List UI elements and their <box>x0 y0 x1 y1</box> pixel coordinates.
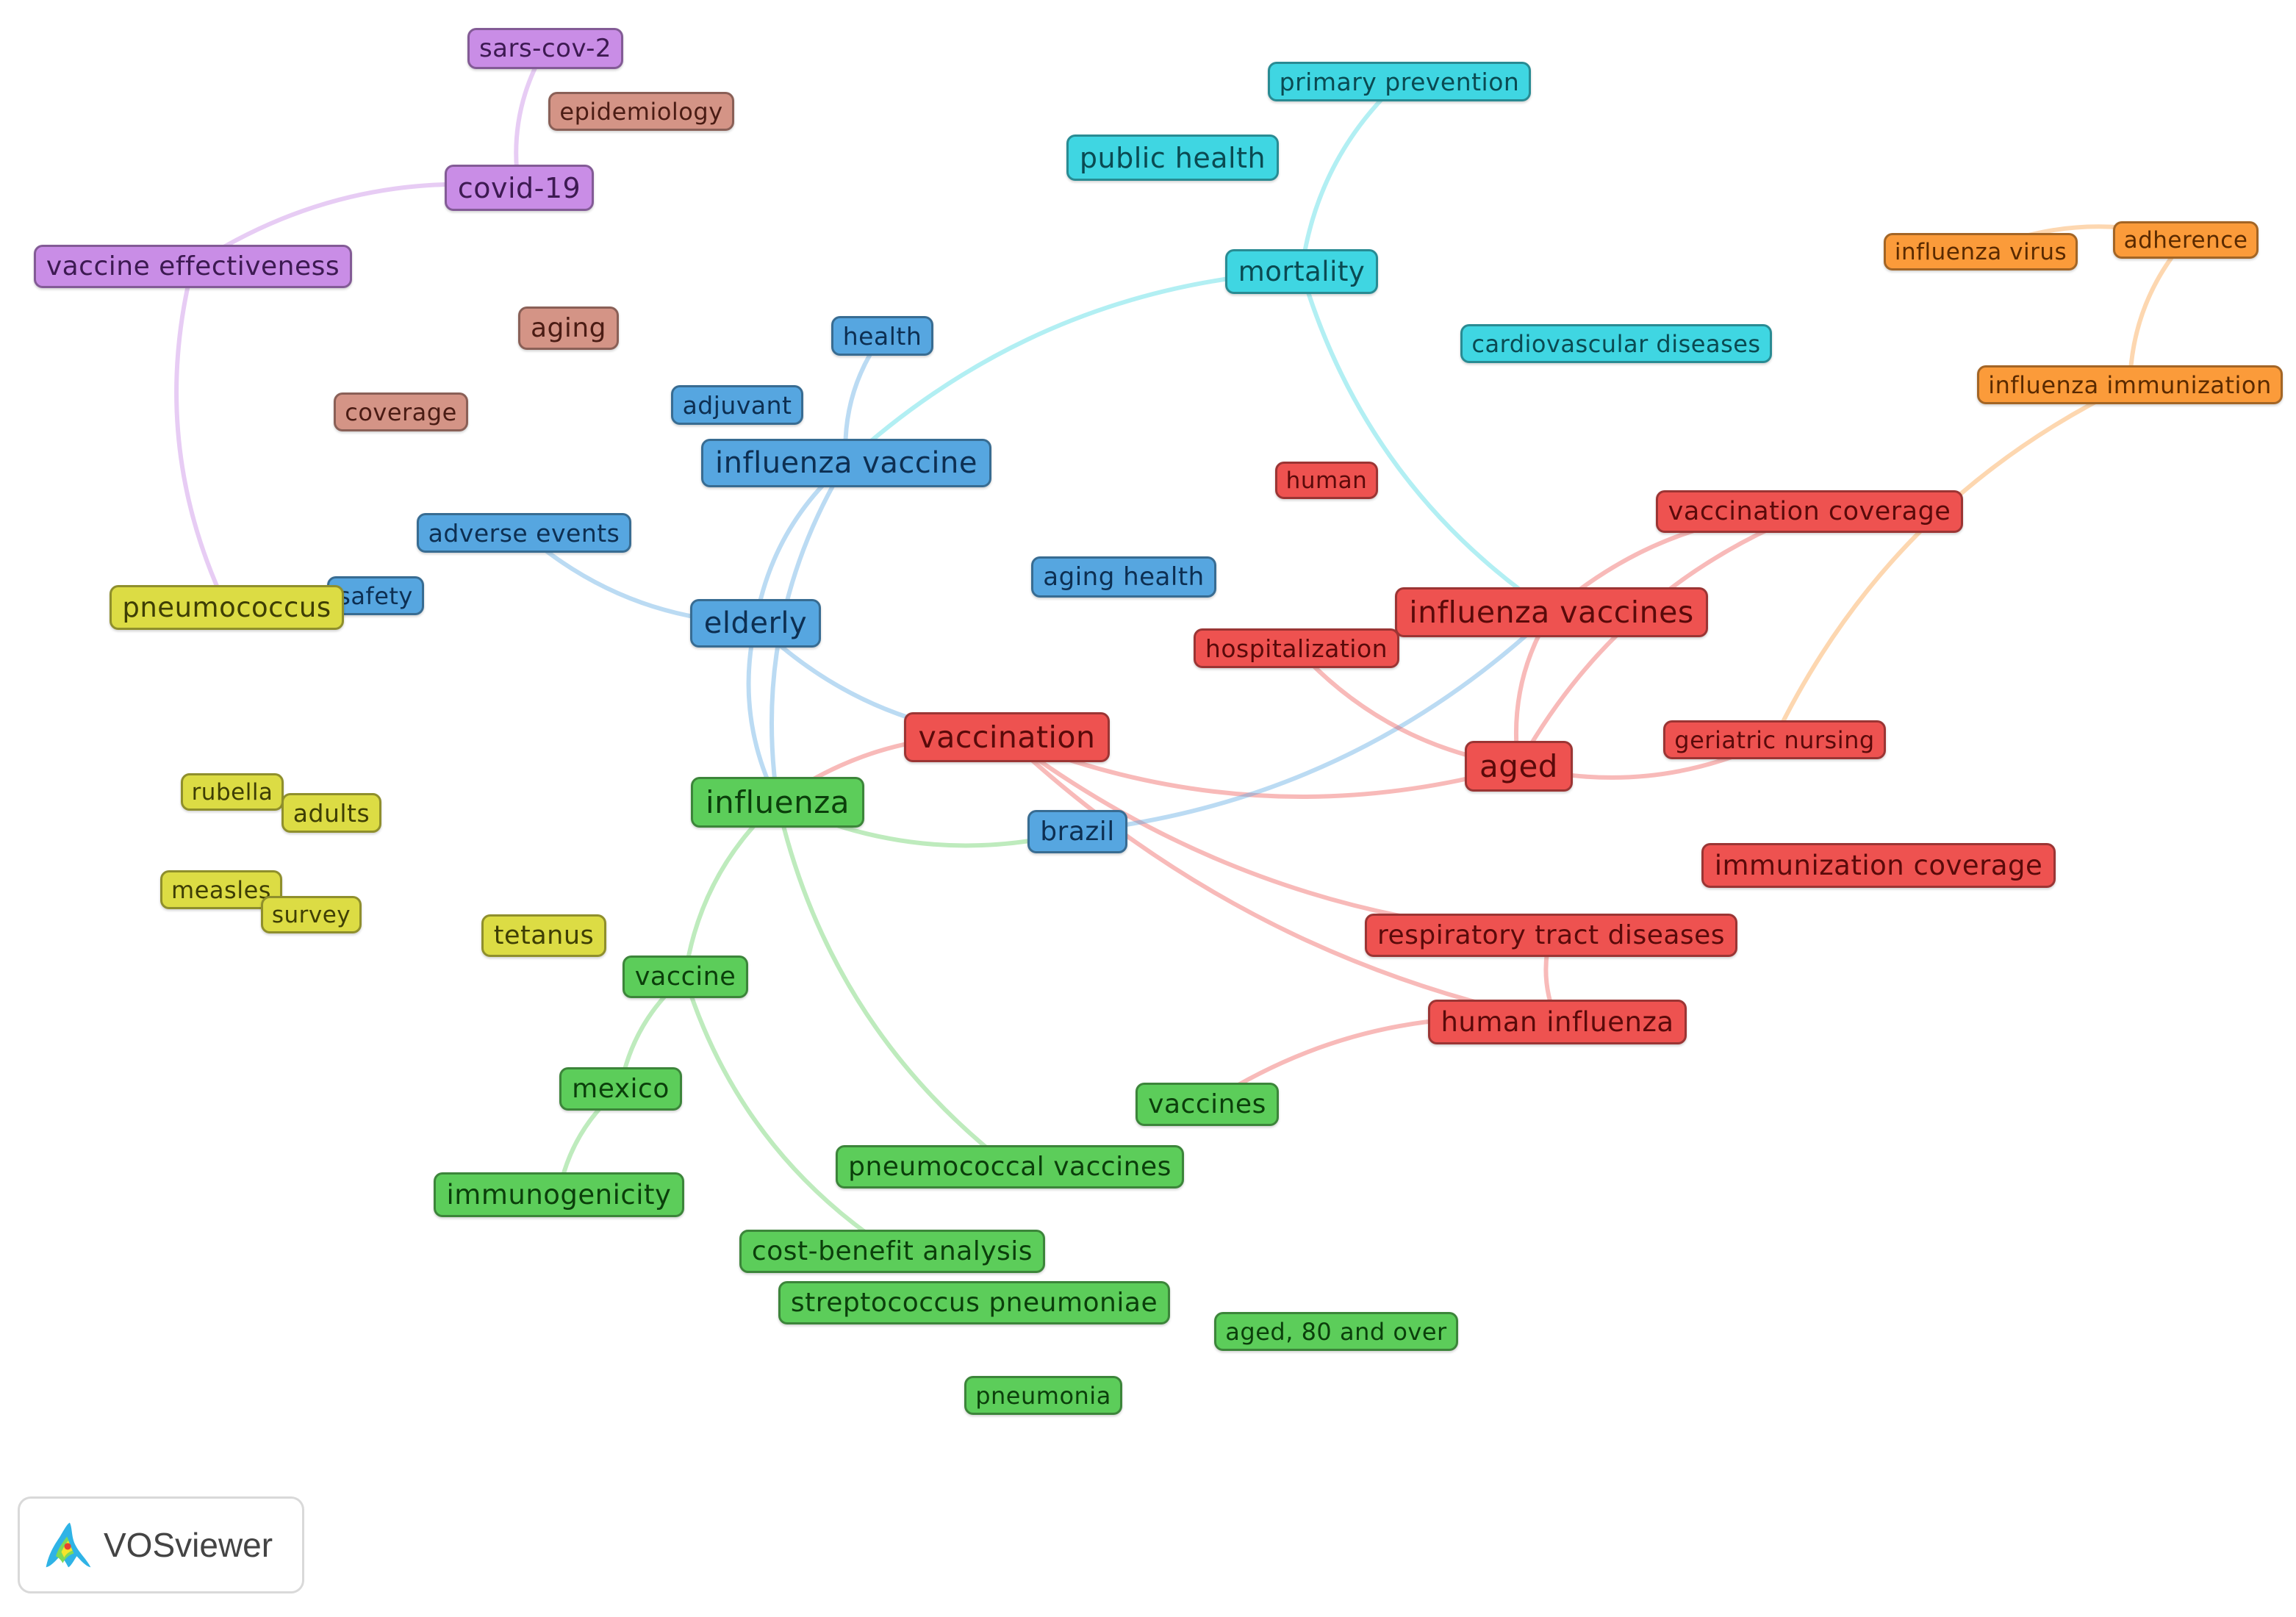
keyword-node-adults[interactable]: adults <box>281 793 381 833</box>
keyword-node-vaccines[interactable]: vaccines <box>1136 1083 1279 1126</box>
keyword-node-influenza-vaccine[interactable]: influenza vaccine <box>701 439 991 487</box>
keyword-node-influenza-vaccines[interactable]: influenza vaccines <box>1395 587 1708 637</box>
keyword-node-influenza[interactable]: influenza <box>691 777 864 828</box>
keyword-node-immunization-coverage[interactable]: immunization coverage <box>1701 843 2056 888</box>
keyword-node-vaccine[interactable]: vaccine <box>623 956 748 998</box>
keyword-node-pneumonia[interactable]: pneumonia <box>964 1376 1122 1415</box>
link-influenza-pneumococcal-vaccines <box>775 800 1012 1169</box>
keyword-node-immunogenicity[interactable]: immunogenicity <box>434 1172 684 1217</box>
keyword-node-measles[interactable]: measles <box>160 870 282 909</box>
keyword-node-influenza-immunization[interactable]: influenza immunization <box>1977 365 2283 404</box>
keyword-node-public-health[interactable]: public health <box>1066 135 1279 181</box>
link-vaccination-aged <box>1005 735 1521 799</box>
keyword-node-adverse-events[interactable]: adverse events <box>417 513 631 553</box>
keyword-node-vaccination[interactable]: vaccination <box>904 712 1110 762</box>
keyword-node-influenza-virus[interactable]: influenza virus <box>1884 233 2078 270</box>
keyword-node-adjuvant[interactable]: adjuvant <box>671 385 803 425</box>
link-mortality-influenza-vaccines <box>1299 269 1554 614</box>
keyword-node-pneumococcal-vaccines[interactable]: pneumococcal vaccines <box>836 1145 1184 1188</box>
keyword-node-cost-benefit-analysis[interactable]: cost-benefit analysis <box>739 1230 1045 1273</box>
keyword-node-covid-19[interactable]: covid-19 <box>445 165 594 211</box>
link-vaccine-effectiveness-pneumococcus <box>174 264 229 609</box>
keyword-node-pneumococcus[interactable]: pneumococcus <box>110 585 344 630</box>
keyword-node-aged[interactable]: aged <box>1465 741 1573 792</box>
keyword-node-elderly[interactable]: elderly <box>690 599 821 648</box>
link-brazil-influenza-vaccines <box>1075 610 1554 833</box>
keyword-node-aging[interactable]: aging <box>518 306 619 350</box>
brand-name: VOSviewer <box>104 1526 273 1564</box>
keyword-node-vaccine-effectiveness[interactable]: vaccine effectiveness <box>34 245 352 288</box>
keyword-node-vaccination-coverage[interactable]: vaccination coverage <box>1656 490 1963 533</box>
keyword-node-human-influenza[interactable]: human influenza <box>1428 1000 1687 1044</box>
keyword-node-human[interactable]: human <box>1275 462 1378 499</box>
keyword-node-tetanus[interactable]: tetanus <box>481 914 606 957</box>
vosviewer-brand: VOSviewer <box>18 1496 304 1593</box>
keyword-node-health[interactable]: health <box>831 316 933 356</box>
link-primary-prevention-mortality <box>1299 79 1402 273</box>
keyword-node-hospitalization[interactable]: hospitalization <box>1194 628 1399 668</box>
keyword-node-mortality[interactable]: mortality <box>1225 249 1378 294</box>
keyword-node-mexico[interactable]: mexico <box>559 1067 682 1111</box>
vosviewer-logo-icon <box>46 1522 91 1568</box>
keyword-node-survey[interactable]: survey <box>261 896 362 933</box>
keyword-node-sars-cov-2[interactable]: sars-cov-2 <box>467 28 623 69</box>
keyword-node-cardiovascular-diseases[interactable]: cardiovascular diseases <box>1460 324 1772 363</box>
keyword-node-adherence[interactable]: adherence <box>2113 221 2259 259</box>
keyword-node-primary-prevention[interactable]: primary prevention <box>1268 62 1531 101</box>
keyword-node-coverage[interactable]: coverage <box>334 392 468 431</box>
keyword-node-aged-80-and-over[interactable]: aged, 80 and over <box>1214 1312 1458 1351</box>
keyword-node-rubella[interactable]: rubella <box>181 773 284 811</box>
keyword-node-streptococcus-pneumoniae[interactable]: streptococcus pneumoniae <box>778 1281 1170 1324</box>
keyword-node-brazil[interactable]: brazil <box>1027 810 1127 853</box>
keyword-node-aging-health[interactable]: aging health <box>1031 556 1216 598</box>
keyword-node-respiratory-tract-diseases[interactable]: respiratory tract diseases <box>1365 914 1737 957</box>
link-vaccine-cost-benefit-analysis <box>683 975 894 1253</box>
keyword-node-geriatric-nursing[interactable]: geriatric nursing <box>1663 720 1886 759</box>
keyword-node-epidemiology[interactable]: epidemiology <box>548 92 734 131</box>
